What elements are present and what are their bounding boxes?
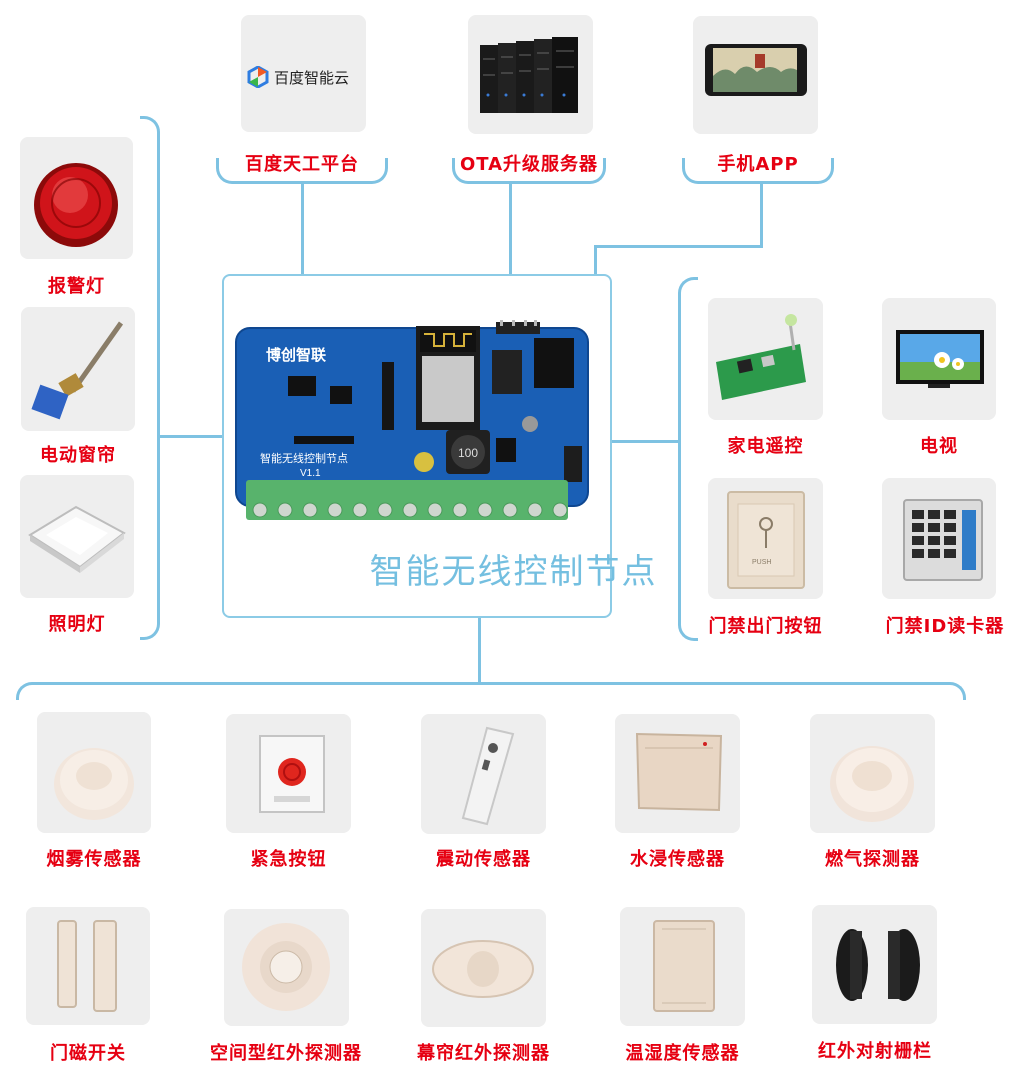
- ir-beam-icon: [836, 929, 920, 1001]
- label-smoke-sensor: 烟雾传感器: [46, 849, 142, 870]
- ir-beam-card: [812, 905, 937, 1024]
- baidu-cloud-card: 百度智能云: [241, 15, 366, 132]
- label-phone-app: 手机APP: [717, 154, 799, 175]
- label-ceiling-light: 照明灯: [48, 614, 106, 635]
- alarm-light-icon: [34, 163, 118, 247]
- wire-bottom: [478, 618, 481, 684]
- pir-ceiling-card: [224, 909, 349, 1026]
- svg-text:PUSH: PUSH: [752, 559, 771, 566]
- svg-text:V1.1: V1.1: [300, 468, 321, 479]
- label-ir-beam: 红外对射栅栏: [818, 1041, 932, 1062]
- server-rack-icon: [480, 37, 578, 113]
- phone-app-card: [693, 16, 818, 134]
- door-magnet-icon: [57, 920, 117, 1012]
- label-emergency-button: 紧急按钮: [250, 849, 327, 870]
- label-curtain-motor: 电动窗帘: [40, 445, 116, 466]
- wire-app-v1: [760, 184, 763, 248]
- exit-button-icon: PUSH: [727, 491, 805, 589]
- svg-text:智能无线控制节点: 智能无线控制节点: [260, 451, 348, 465]
- temp-humidity-icon: [653, 920, 715, 1012]
- wire-left: [158, 435, 222, 438]
- water-sensor-card: [615, 714, 740, 833]
- label-alarm-light: 报警灯: [48, 276, 105, 297]
- tv-card: [882, 298, 996, 420]
- smoke-sensor-icon: [54, 748, 134, 820]
- label-card-reader: 门禁ID读卡器: [885, 616, 1005, 637]
- tv-icon: [896, 330, 984, 388]
- baidu-cloud-logo-icon: 百度智能云: [247, 65, 363, 89]
- center-node-title: 智能无线控制节点: [369, 552, 658, 592]
- label-remote-module: 家电遥控: [727, 436, 804, 457]
- label-pir-ceiling: 空间型红外探测器: [210, 1043, 362, 1064]
- card-reader-card: [882, 478, 996, 599]
- curtain-pir-card: [421, 909, 546, 1027]
- emergency-button-card: [226, 714, 351, 833]
- label-exit-button: 门禁出门按钮: [708, 616, 823, 637]
- wire-app-h: [594, 245, 763, 248]
- label-baidu-platform: 百度天工平台: [245, 154, 359, 175]
- svg-text:博创智联: 博创智联: [266, 346, 327, 364]
- label-door-magnet: 门磁开关: [50, 1043, 126, 1064]
- curtain-motor-card: [21, 307, 135, 431]
- gas-detector-card: [810, 714, 935, 833]
- top-bracket-app: [682, 158, 834, 184]
- curtain-motor-icon: [31, 321, 124, 420]
- water-sensor-icon: [635, 732, 723, 812]
- wire-app-v2: [594, 245, 597, 274]
- label-water-sensor: 水浸传感器: [630, 849, 725, 870]
- vibration-sensor-icon: [461, 726, 515, 826]
- temp-humidity-card: [620, 907, 745, 1026]
- label-curtain-pir: 幕帘红外探测器: [417, 1043, 550, 1064]
- label-gas-detector: 燃气探测器: [825, 849, 920, 870]
- wire-right: [612, 440, 680, 443]
- ceiling-light-icon: [28, 505, 126, 573]
- svg-text:100: 100: [458, 446, 478, 460]
- ota-server-card: [468, 15, 593, 134]
- top-bracket-ota: [452, 158, 606, 184]
- wire-ota: [509, 184, 512, 274]
- baidu-cloud-logo-text: 百度智能云: [274, 68, 350, 87]
- label-temp-humidity: 温湿度传感器: [625, 1043, 740, 1064]
- right-bracket: [678, 277, 698, 641]
- label-ota-server: OTA升级服务器: [459, 154, 599, 175]
- bottom-bracket: [16, 682, 966, 700]
- label-tv: 电视: [920, 436, 958, 457]
- vibration-sensor-card: [421, 714, 546, 834]
- gas-detector-icon: [830, 746, 914, 822]
- smartphone-icon: [705, 44, 807, 96]
- pcb-board-image: 100 博创智联 智能无线控制节点 V1.1: [234, 318, 594, 530]
- alarm-light-card: [20, 137, 133, 259]
- pir-ceiling-icon: [242, 923, 330, 1011]
- remote-module-card: [708, 298, 823, 420]
- top-bracket-baidu: [216, 158, 388, 184]
- exit-button-card: PUSH: [708, 478, 823, 599]
- wire-baidu: [301, 184, 304, 274]
- remote-module-icon: [716, 314, 806, 400]
- emergency-button-icon: [259, 735, 325, 813]
- door-magnet-card: [26, 907, 150, 1025]
- card-reader-icon: [903, 499, 983, 581]
- label-vibration-sensor: 震动传感器: [436, 849, 531, 870]
- ceiling-light-card: [20, 475, 134, 598]
- left-bracket: [140, 116, 160, 640]
- smoke-sensor-card: [37, 712, 151, 833]
- curtain-pir-icon: [432, 940, 534, 998]
